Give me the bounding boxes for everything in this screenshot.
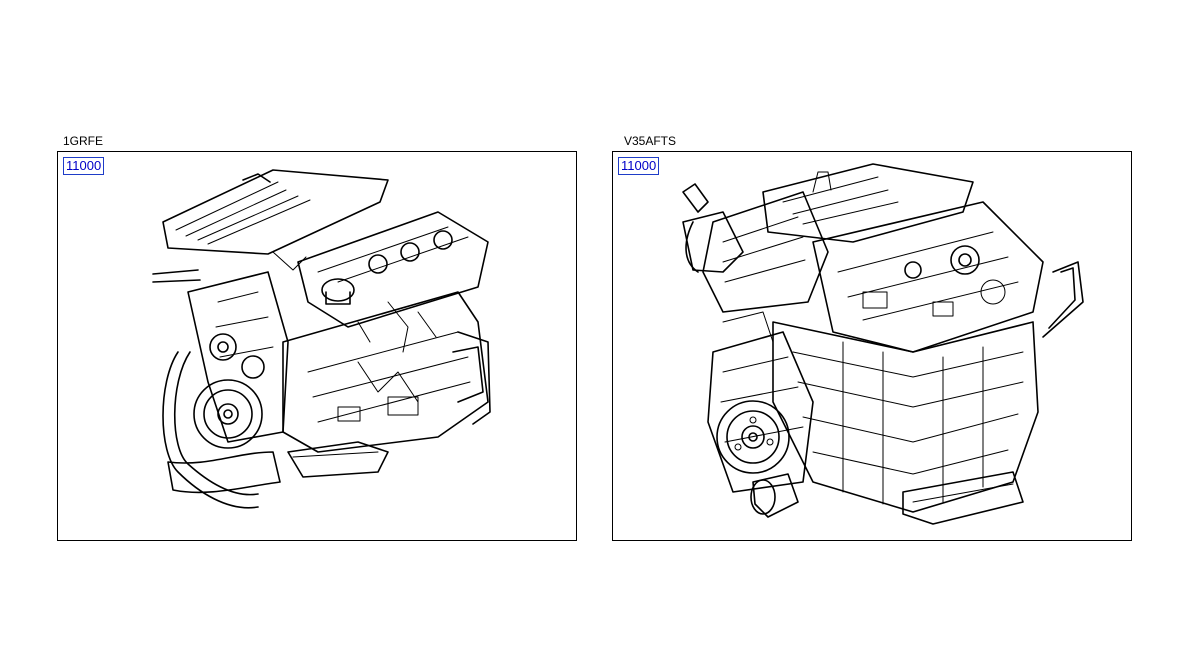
diagram-frame: 11000 (57, 151, 577, 541)
engine-drawing (152, 169, 491, 509)
model-label: 1GRFE (63, 134, 104, 148)
model-label: V35AFTS (624, 134, 677, 148)
diagram-frame: 11000 (612, 151, 1132, 541)
engine-drawing (682, 163, 1084, 525)
part-number-link[interactable]: 11000 (63, 157, 105, 175)
part-number-link[interactable]: 11000 (618, 157, 660, 175)
